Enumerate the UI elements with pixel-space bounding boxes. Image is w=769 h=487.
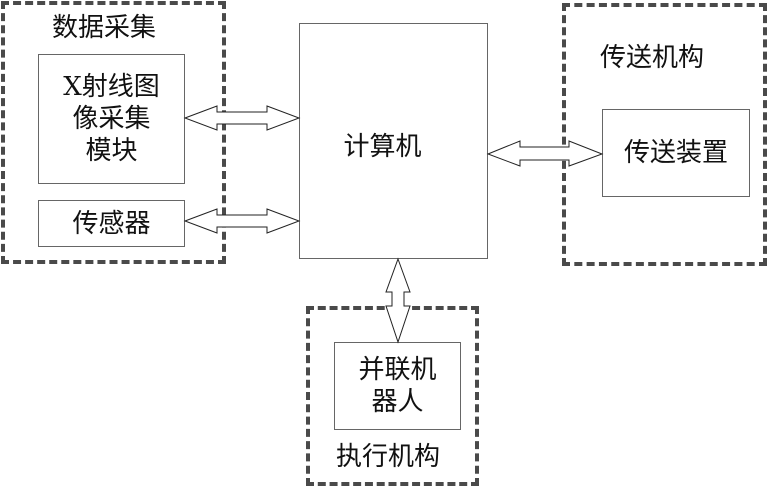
transfer-device-block: 传送装置 (602, 109, 750, 197)
sensor-label: 传感器 (72, 208, 151, 239)
data-acquisition-group (1, 1, 226, 264)
sensor-block: 传感器 (38, 200, 185, 247)
transfer-mechanism-label: 传送机构 (600, 43, 705, 73)
computer-block: 计算机 (299, 23, 488, 259)
xray-image-acquisition-module: X射线图 像采集 模块 (38, 54, 185, 184)
xray-module-label: X射线图 像采集 模块 (63, 72, 160, 166)
parallel-robot-block: 并联机 器人 (334, 342, 461, 430)
data-acquisition-label: 数据采集 (52, 13, 157, 43)
execution-mechanism-label: 执行机构 (336, 442, 441, 472)
computer-label: 计算机 (343, 132, 422, 162)
transfer-device-label: 传送装置 (623, 138, 728, 168)
transfer-mechanism-group (562, 3, 767, 266)
parallel-robot-label: 并联机 器人 (358, 355, 437, 417)
